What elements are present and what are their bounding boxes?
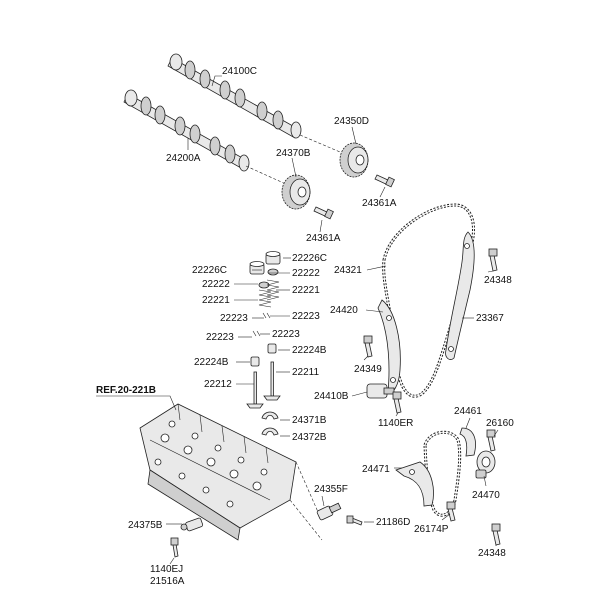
exhaust-sprocket-bolt — [374, 174, 395, 188]
leader-lines — [96, 75, 499, 565]
exhaust-sprocket — [339, 142, 369, 178]
cotter-left — [252, 330, 261, 337]
balancer-lever — [395, 461, 434, 507]
label-24350d: 24350D — [334, 116, 369, 127]
label-22223-left: 22223 — [220, 313, 248, 324]
label-24361a-lower: 24361A — [306, 233, 341, 244]
chain-tensioner — [366, 383, 395, 399]
cam-position-sensor — [180, 517, 204, 532]
exhaust-camshaft — [167, 53, 302, 139]
label-22224b-left: 22224B — [194, 357, 229, 368]
spring-right — [266, 279, 280, 301]
label-21186d: 21186D — [376, 517, 410, 528]
label-22221-left: 22221 — [202, 295, 230, 306]
spring-left — [258, 289, 272, 308]
bearing-upper — [261, 411, 279, 420]
balancer-guide — [459, 427, 476, 457]
label-22226c-right: 22226C — [292, 253, 327, 264]
label-24321: 24321 — [334, 265, 362, 276]
label-24470: 24470 — [472, 490, 500, 501]
seal-left — [250, 356, 260, 367]
label-24420: 24420 — [330, 305, 358, 316]
intake-sprocket — [281, 174, 311, 210]
label-22212: 22212 — [204, 379, 232, 390]
label-24348-bottom: 24348 — [478, 548, 506, 559]
seal-right — [267, 343, 277, 354]
label-22222-right: 22222 — [292, 268, 320, 279]
label-22211: 22211 — [292, 367, 320, 378]
label-26160: 26160 — [486, 418, 514, 429]
label-22222-left: 22222 — [202, 279, 230, 290]
balancer-tensioner — [475, 450, 496, 479]
label-24100c: 24100C — [222, 66, 257, 77]
label-24361a-upper: 24361A — [362, 198, 397, 209]
label-24471: 24471 — [362, 464, 390, 475]
intake-sprocket-bolt — [313, 206, 334, 220]
balancer-bolt — [486, 429, 496, 452]
tappet-left — [249, 261, 265, 275]
label-24355f: 24355F — [314, 484, 348, 495]
label-ref: REF.20-221B — [96, 385, 156, 396]
oil-valve-bolt — [346, 515, 363, 526]
chain-guide-left — [377, 299, 401, 393]
retainer-right — [267, 268, 279, 276]
intake-camshaft — [123, 89, 250, 172]
label-1140er: 1140ER — [378, 418, 413, 429]
label-23367: 23367 — [476, 313, 504, 324]
label-24348-top: 24348 — [484, 275, 512, 286]
label-24461: 24461 — [454, 406, 482, 417]
label-1140ej: 1140EJ — [150, 564, 183, 575]
label-24410b: 24410B — [314, 391, 349, 402]
cylinder-head — [139, 403, 297, 541]
tensioner-bolt — [392, 391, 402, 414]
bearing-lower — [261, 427, 279, 436]
bottom-right-bolt — [491, 523, 501, 546]
label-22223-left2: 22223 — [206, 332, 234, 343]
label-24372b: 24372B — [292, 432, 327, 443]
label-22221-right: 22221 — [292, 285, 320, 296]
label-24200a: 24200A — [166, 153, 201, 164]
label-24371b: 24371B — [292, 415, 327, 426]
label-24349: 24349 — [354, 364, 382, 375]
label-22223-right2: 22223 — [272, 329, 300, 340]
oil-control-valve — [316, 502, 342, 521]
valve-right — [263, 361, 281, 401]
mid-bolt — [363, 335, 373, 358]
part-labels: 24100C 24200A 24350D 24370B 24361A 24361… — [96, 66, 514, 587]
cotter-right — [262, 312, 271, 319]
label-24370b: 24370B — [276, 148, 311, 159]
top-right-bolt — [488, 248, 498, 272]
retainer-left — [258, 281, 270, 289]
label-26174p: 26174P — [414, 524, 449, 535]
label-22224b-right: 22224B — [292, 345, 327, 356]
chain-guide-right — [445, 231, 475, 360]
label-22223-right: 22223 — [292, 311, 320, 322]
label-24375b: 24375B — [128, 520, 163, 531]
label-22226c-left: 22226C — [192, 265, 227, 276]
sensor-bolt — [170, 537, 179, 558]
label-21516a: 21516A — [150, 576, 185, 587]
balancer-chain-bolt — [446, 501, 456, 522]
valve-left — [246, 371, 264, 409]
tappet-right — [265, 251, 281, 265]
